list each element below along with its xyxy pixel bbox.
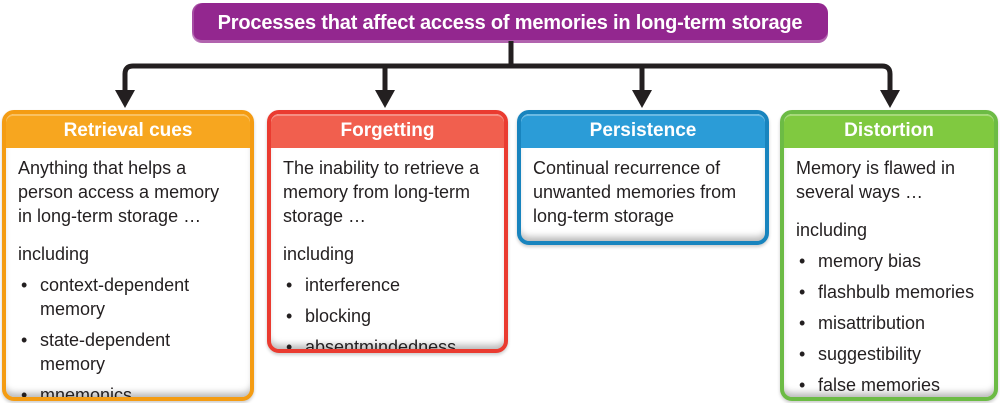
box-forgetting: Forgetting The inability to retrieve a m… — [267, 110, 508, 353]
arrowhead-icon — [632, 90, 652, 108]
diagram-title: Processes that affect access of memories… — [217, 11, 803, 34]
box-title: Forgetting — [340, 120, 435, 141]
bullet-item: mnemonics — [18, 383, 238, 397]
arrowhead-icon — [115, 90, 135, 108]
bullet-item: false memories — [796, 373, 982, 397]
box-header: Retrieval cues — [6, 114, 250, 148]
box-persistence: Persistence Continual recurrence of unwa… — [517, 110, 769, 245]
including-label: including — [18, 244, 90, 264]
bullet-item: context-dependent memory — [18, 273, 238, 321]
bullet-item: suggestibility — [796, 342, 982, 366]
box-title: Retrieval cues — [63, 120, 193, 141]
bullet-item: state-dependent memory — [18, 328, 238, 376]
box-description: Memory is flawed in several ways … — [796, 158, 956, 202]
bullet-item: memory bias — [796, 249, 982, 273]
box-title: Persistence — [589, 120, 697, 141]
box-description: Continual recurrence of unwanted memorie… — [533, 158, 737, 226]
box-title: Distortion — [844, 120, 934, 141]
box-description: Anything that helps a person access a me… — [18, 158, 220, 226]
including-label: including — [796, 220, 868, 240]
box-header: Distortion — [784, 114, 994, 148]
box-body: The inability to retrieve a memory from … — [271, 148, 504, 349]
box-header: Persistence — [521, 114, 765, 148]
arrowhead-icon — [880, 90, 900, 108]
box-description: The inability to retrieve a memory from … — [283, 158, 480, 226]
box-body: Anything that helps a person access a me… — [6, 148, 250, 397]
bullet-item: blocking — [283, 304, 492, 328]
box-distortion: Distortion Memory is flawed in several w… — [780, 110, 998, 401]
box-body: Memory is flawed in several ways … inclu… — [784, 148, 994, 397]
including-label: including — [283, 244, 355, 264]
title-box: Processes that affect access of memories… — [192, 3, 828, 43]
arrowhead-icon — [375, 90, 395, 108]
bullet-item: flashbulb memories — [796, 280, 982, 304]
branch-line — [122, 63, 893, 94]
bullet-item: interference — [283, 273, 492, 297]
bullet-item: misattribution — [796, 311, 982, 335]
box-retrieval-cues: Retrieval cues Anything that helps a per… — [2, 110, 254, 401]
bullet-item: absentmindedness — [283, 335, 492, 349]
box-header: Forgetting — [271, 114, 504, 148]
connector-arrows — [115, 41, 900, 108]
box-body: Continual recurrence of unwanted memorie… — [521, 148, 765, 228]
